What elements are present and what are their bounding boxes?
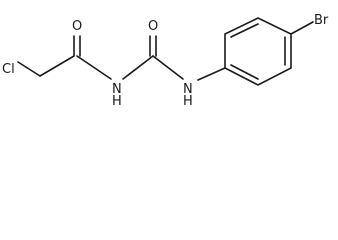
chemical-structure: Cl O N H O N H Br bbox=[2, 13, 329, 109]
atom-bromine: Br bbox=[314, 13, 329, 28]
atom-chlorine: Cl bbox=[2, 62, 15, 77]
ring-inner-double-1 bbox=[230, 23, 259, 38]
bond-carbonyl2-nh bbox=[152, 55, 184, 80]
bond-carbonyl1-nh bbox=[76, 55, 112, 80]
bond-ch2-carbonyl bbox=[39, 55, 75, 77]
atom-hydrogen-1: H bbox=[112, 94, 122, 108]
bonds bbox=[17, 17, 314, 86]
bond-nh-ring bbox=[197, 67, 226, 81]
ring-inner-double-3 bbox=[230, 64, 259, 80]
atom-hydrogen-2: H bbox=[183, 94, 193, 108]
atom-nitrogen-1: N bbox=[112, 82, 122, 97]
benzene-ring bbox=[224, 17, 292, 86]
bond-ring-br bbox=[290, 21, 314, 35]
atom-oxygen-2: O bbox=[148, 19, 158, 34]
bond-nh-carbonyl2 bbox=[122, 55, 154, 80]
atom-oxygen-1: O bbox=[72, 19, 82, 34]
atom-nitrogen-2: N bbox=[183, 82, 193, 97]
structure-canvas: Cl O N H O N H Br bbox=[0, 0, 338, 109]
bond-cl-ch2 bbox=[17, 61, 41, 77]
